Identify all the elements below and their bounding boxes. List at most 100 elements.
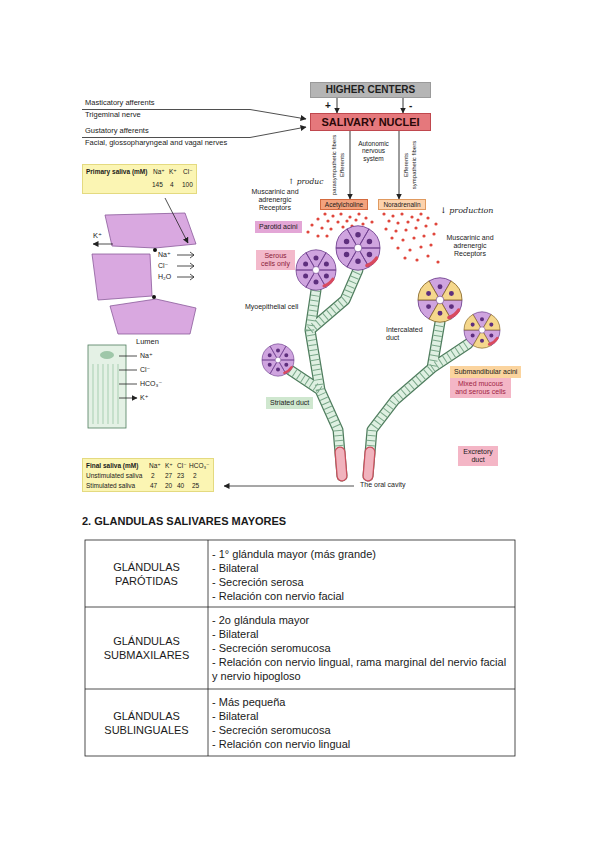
duct-cell (88, 345, 126, 428)
box-text: Striated duct (270, 399, 309, 407)
table-cell: - Relación con nervio facial (212, 589, 344, 603)
label-box: Mixed mucous and serous cells (450, 378, 511, 398)
box-text: Serous cells only (260, 252, 291, 268)
table-cell: - Bilateral (212, 709, 258, 723)
table-cell: GLÁNDULAS PARÓTIDAS (89, 560, 204, 588)
connector (350, 131, 351, 199)
nerve-label: Masticatory afferents (85, 99, 154, 108)
fiber-label: sympathetic fibers (411, 141, 418, 189)
section-heading: 2. GLANDULAS SALIVARES MAYORES (82, 515, 286, 528)
table-cell: - Más pequeña (212, 695, 285, 709)
receptor-label: Muscarinic and adrenergic Receptors (250, 188, 300, 212)
table-cell: 100 (182, 181, 193, 188)
table-cell: Na⁺ (153, 168, 165, 175)
table-heading: Primary saliva (mM) (86, 168, 147, 175)
afferent-arrow (82, 127, 306, 138)
part-label: Intercalated duct (386, 326, 426, 342)
salivary-nuclei-box: SALIVARY NUCLEI (310, 113, 431, 131)
label-box: Striated duct (266, 397, 313, 409)
table-cell: Cl⁻ (183, 168, 193, 175)
box-text: Noradrenalin (383, 201, 420, 208)
submandibular-acinus (464, 312, 500, 348)
part-label: Myoepithelial cell (244, 303, 299, 311)
parotid-acinus (262, 344, 294, 376)
ion-label: Cl⁻ (158, 262, 168, 270)
table-cell: - Secreción serosa (212, 575, 304, 589)
table-cell: Na⁺ (149, 462, 161, 469)
table-cell: 2 (151, 472, 155, 479)
ion-label: Na⁺ (158, 251, 171, 259)
receptor-label: Muscarinic and adrenergic Receptors (445, 234, 495, 258)
ion-label: H₂O (158, 273, 171, 281)
label-box: Submandibular acini (450, 366, 521, 378)
duct-cell-drawing (88, 345, 137, 428)
ion-arrow (119, 356, 137, 398)
table-cell: 47 (150, 482, 157, 489)
ion-arrow-head (190, 252, 194, 280)
connector (399, 131, 400, 199)
ion-label: HCO₃⁻ (140, 380, 162, 388)
saliva-arrow (224, 486, 354, 487)
table-cell: 4 (170, 181, 174, 188)
ion-label: Na⁺ (140, 352, 153, 360)
fiber-label: parasympathetic fibers (331, 135, 338, 195)
fiber-label: Efferents (403, 153, 410, 177)
table-rules (85, 540, 515, 756)
box-text: Acetylcholine (325, 201, 363, 208)
acinar-cell-drawing (92, 198, 196, 334)
table-cell: - Bilateral (212, 561, 258, 575)
box-text: SALIVARY NUCLEI (321, 116, 419, 129)
table-cell: K⁺ (165, 462, 173, 469)
table-cell: 2 (193, 472, 197, 479)
duct-cells (290, 270, 468, 476)
system-label: Autonomic nervous system (353, 140, 394, 162)
table-cell: 40 (177, 482, 184, 489)
nerve-label: Gustatory afferents (85, 127, 149, 136)
table-cell: 27 (165, 472, 172, 479)
higher-centers-box: HIGHER CENTERS (310, 82, 431, 98)
handwritten-note: ↓ production (440, 206, 494, 215)
excretory-fill (340, 452, 370, 476)
basal-striations (93, 364, 118, 424)
table-cell: - Relación con nervio lingual (212, 737, 350, 751)
table-cell: - 2o glándula mayor (212, 613, 309, 627)
edge-sign: + (325, 100, 331, 112)
fiber-label: Efferents (339, 153, 346, 177)
box-text: HIGHER CENTERS (326, 84, 415, 96)
table-cell: - 1° glándula mayor (más grande) (212, 547, 376, 561)
table-cell: - Secreción seromucosa (212, 723, 331, 737)
box-text: Submandibular acini (454, 368, 517, 376)
table-border (85, 540, 515, 756)
duct-tree (290, 270, 468, 476)
ion-arrow (177, 255, 194, 277)
table-cell: GLÁNDULAS SUBLINGUALES (89, 709, 204, 737)
duct-fill (290, 270, 468, 476)
ion-label: K⁺ (93, 232, 102, 241)
label-box: Excretory duct (458, 446, 498, 466)
pointer-arrow (165, 198, 188, 243)
ion-arrow (93, 244, 113, 245)
nerve-label: Facial, glossopharyngeal and vagal nerve… (85, 139, 227, 148)
saliva-table: Final saliva (mM)Na⁺K⁺Cl⁻HCO₃⁻Unstimulat… (82, 458, 214, 492)
nucleus (100, 351, 114, 359)
part-label: The oral cavity (360, 481, 406, 489)
table-cell: 25 (192, 482, 199, 489)
table-cell: K⁺ (169, 168, 177, 175)
excretory-outline (340, 452, 370, 476)
connector (403, 98, 404, 113)
duct-outline (290, 270, 468, 476)
parotid-acinus (336, 226, 380, 270)
afferent-arrow (82, 110, 306, 120)
saliva-table: Primary saliva (mM)Na⁺K⁺Cl⁻1454100 (82, 164, 197, 194)
table-cell: - Bilateral (212, 627, 258, 641)
box-text: Mixed mucous and serous cells (454, 380, 507, 396)
box-text: Parotid acini (259, 223, 298, 231)
acinar-cell (92, 254, 152, 300)
table-cell: 23 (177, 472, 184, 479)
edge-sign: - (409, 100, 412, 112)
table-cell: Stimulated saliva (86, 482, 135, 489)
ion-label: K⁺ (140, 394, 148, 402)
part-label: Lumen (136, 338, 159, 347)
submandibular-acinus (418, 278, 462, 322)
